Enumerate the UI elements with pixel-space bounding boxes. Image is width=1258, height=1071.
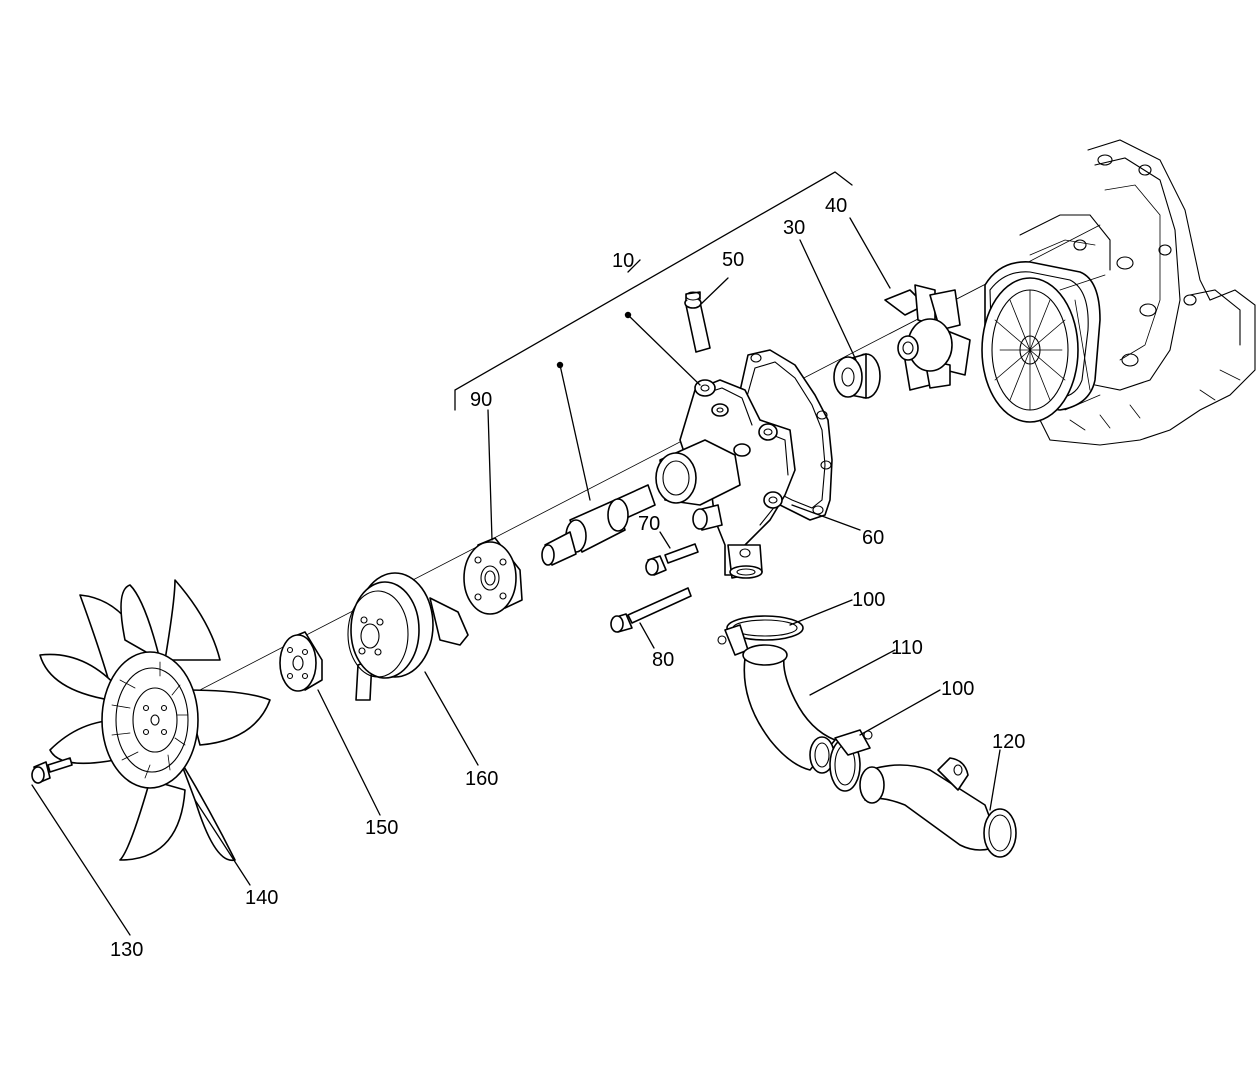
shaft-bearing (541, 484, 656, 566)
fan-spacer (279, 631, 323, 692)
callout-30: 30 (783, 217, 805, 239)
callout-160: 160 (465, 768, 498, 790)
fan-bolt (31, 757, 73, 784)
dowel-pin (684, 291, 711, 353)
cooling-fan (39, 579, 271, 862)
callout-10: 10 (612, 250, 634, 272)
callout-100-lower: 100 (941, 678, 974, 700)
coolant-hose (742, 644, 836, 774)
callout-120: 120 (992, 731, 1025, 753)
hose-clamp-lower (829, 729, 873, 792)
callout-50: 50 (722, 249, 744, 271)
leader-lines (31, 217, 1001, 936)
leader-dot-body (624, 311, 632, 319)
pump-seal (833, 353, 881, 399)
pulley-belt (347, 572, 469, 701)
callout-100-upper: 100 (852, 589, 885, 611)
callout-70: 70 (638, 513, 660, 535)
bolt-80 (610, 587, 692, 633)
callout-150: 150 (365, 817, 398, 839)
impeller (884, 284, 971, 391)
outlet-pipe (859, 757, 1017, 858)
callout-90: 90 (470, 389, 492, 411)
callout-110: 110 (891, 637, 923, 659)
hose-clamp-upper (717, 615, 804, 656)
callout-140: 140 (245, 887, 278, 909)
hub-flange (463, 537, 523, 615)
callout-60: 60 (862, 527, 884, 549)
callout-labels: 10 30 40 50 60 70 80 90 100 110 100 120 … (110, 195, 1025, 961)
bolt-70 (645, 543, 699, 576)
assembly-bracket-10 (454, 171, 853, 411)
callout-80: 80 (652, 649, 674, 671)
callout-40: 40 (825, 195, 847, 217)
leader-dot-shaft (556, 361, 564, 369)
engine-block (981, 139, 1256, 446)
callout-130: 130 (110, 939, 143, 961)
pump-body (655, 349, 833, 579)
